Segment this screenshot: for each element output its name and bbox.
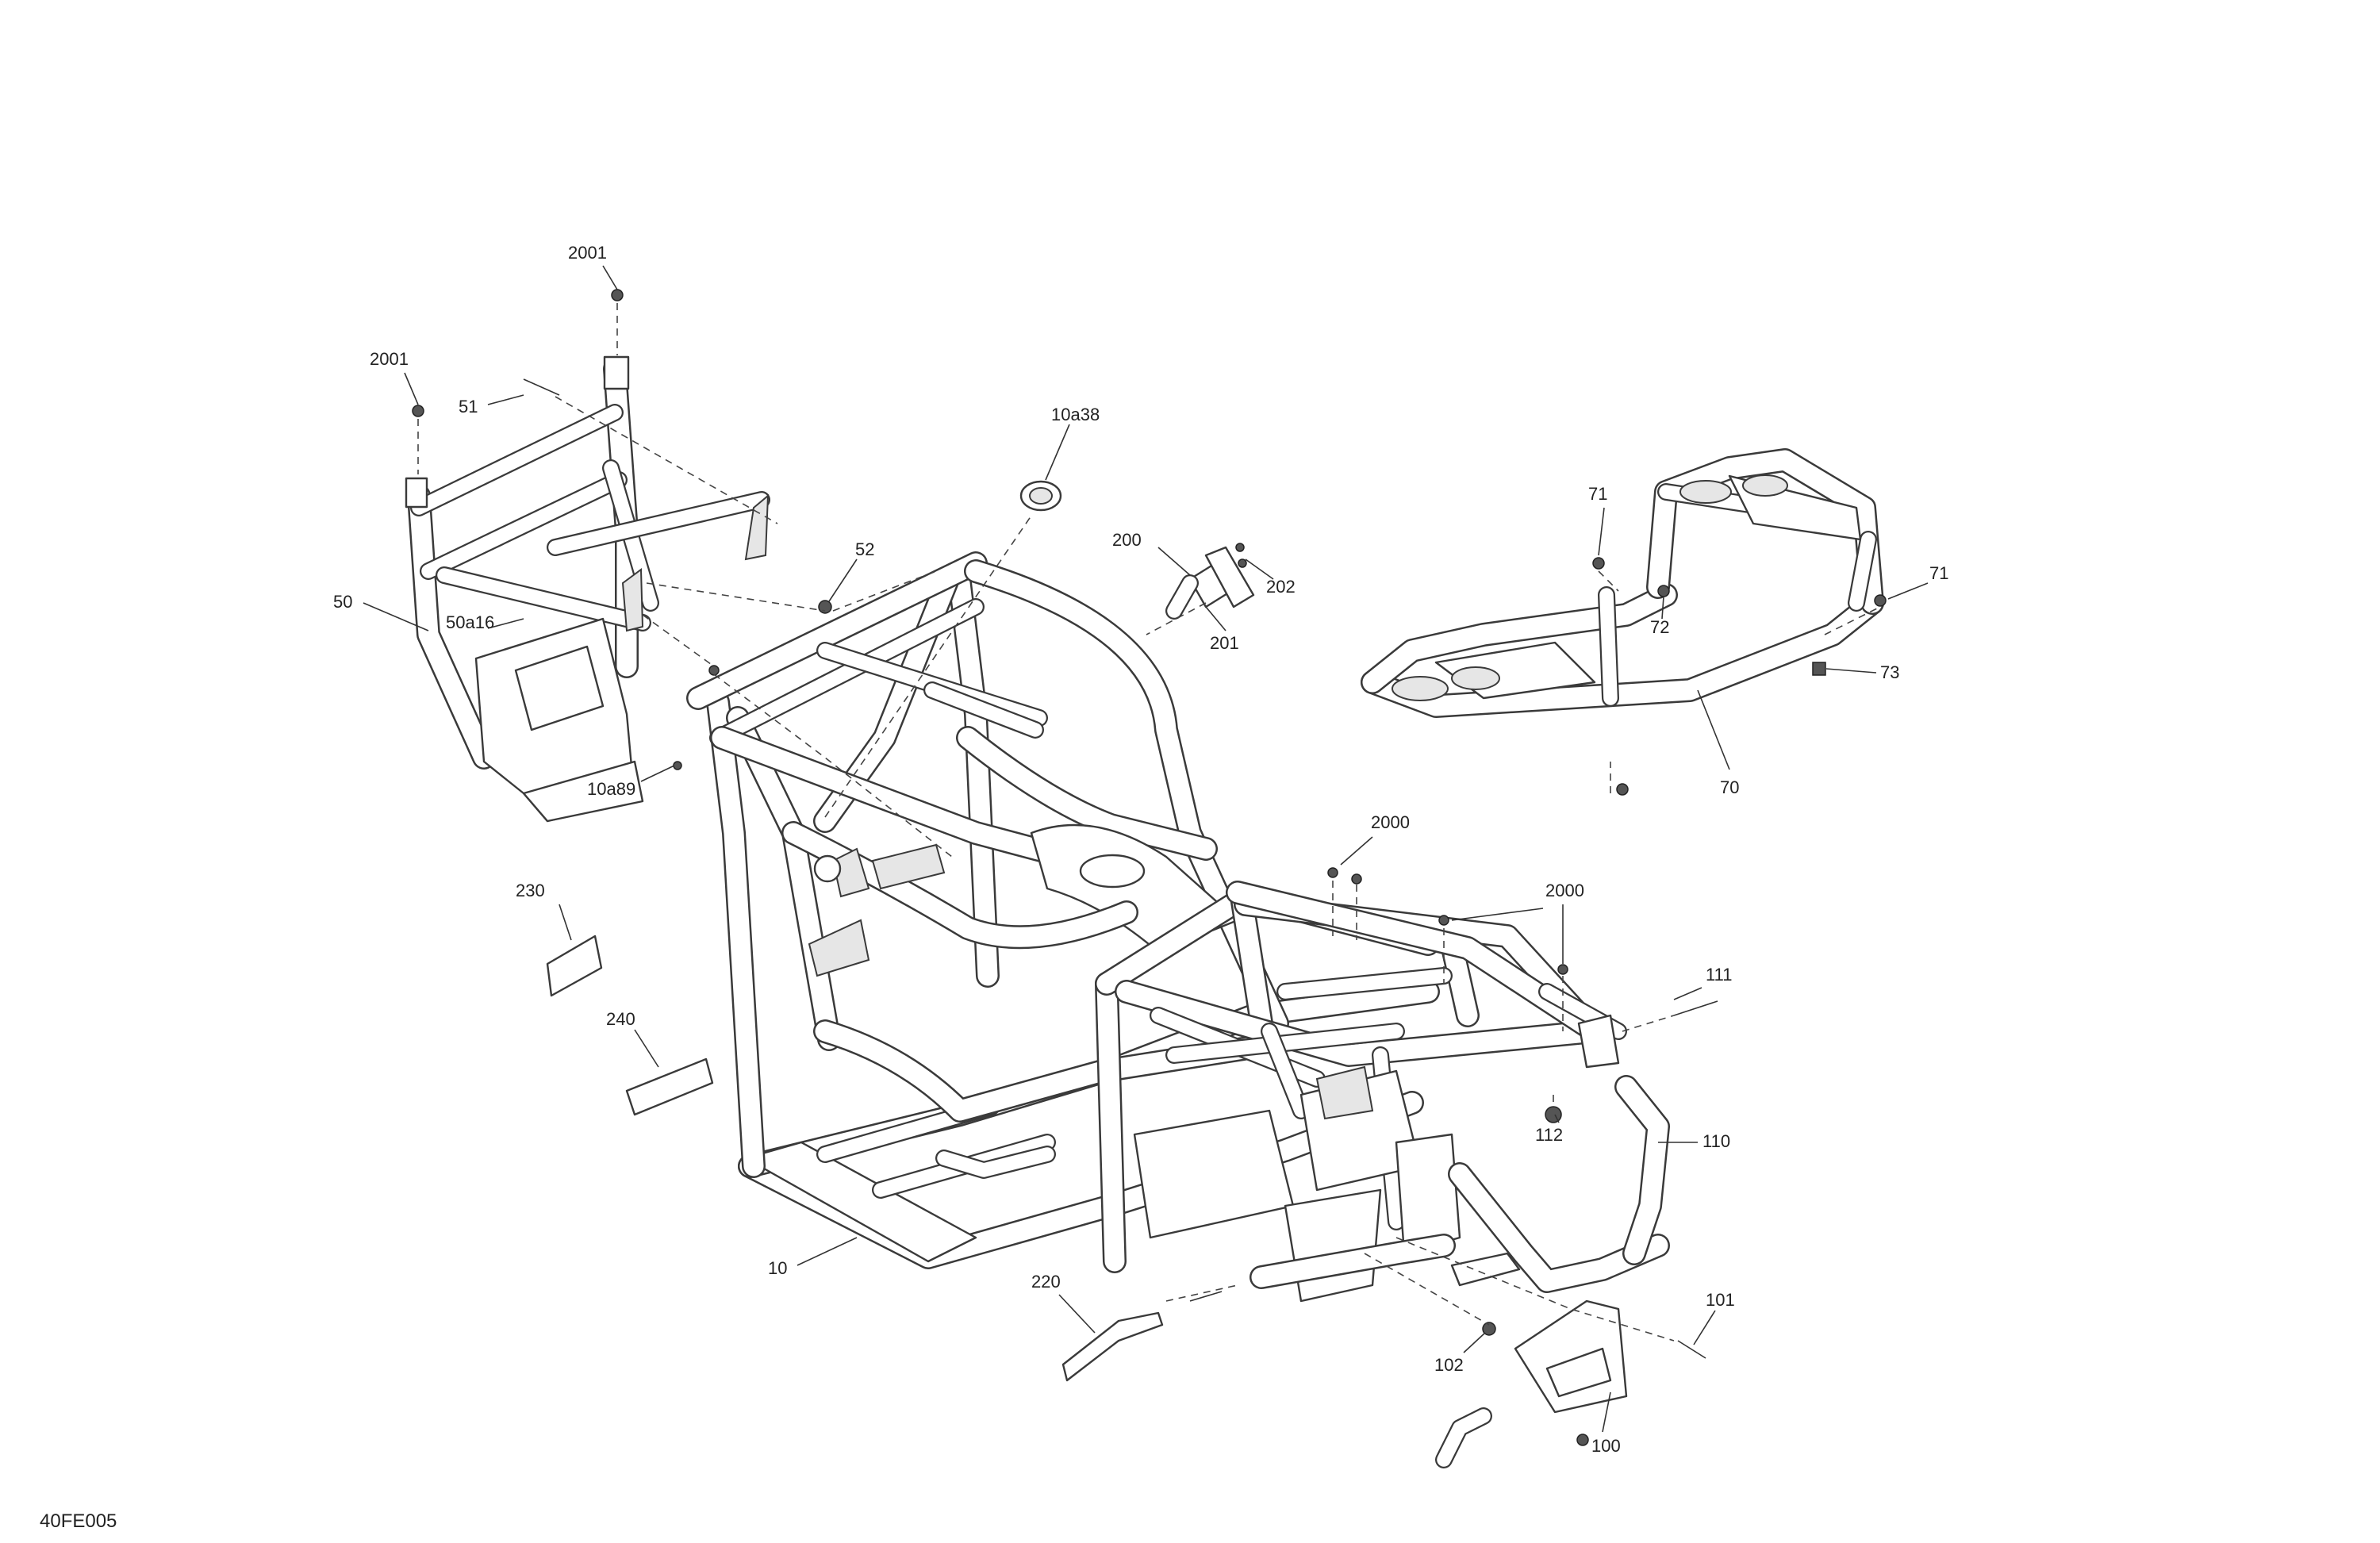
part-220-bracket — [1061, 1311, 1164, 1382]
callout-2000: 2000 — [1545, 881, 1584, 900]
part-230-plate — [546, 935, 603, 997]
callout-102: 102 — [1434, 1355, 1464, 1375]
callout-10: 10 — [768, 1258, 787, 1278]
leader-lines — [363, 265, 1929, 1433]
part-10a38-grommet — [1019, 480, 1062, 512]
callout-100: 100 — [1591, 1436, 1621, 1456]
callout-70: 70 — [1720, 777, 1739, 797]
callout-201: 201 — [1210, 633, 1239, 653]
callout-2001: 2001 — [370, 349, 409, 369]
assembly-lines — [417, 303, 1881, 1341]
callout-110: 110 — [1702, 1131, 1730, 1151]
callout-2001: 2001 — [568, 243, 607, 263]
callout-52: 52 — [855, 539, 874, 559]
part-110-step-bar — [1448, 1075, 1670, 1293]
callout-10a89: 10a89 — [587, 779, 635, 799]
callout-202: 202 — [1266, 577, 1296, 597]
callout-101: 101 — [1706, 1290, 1735, 1310]
callout-71: 71 — [1929, 563, 1948, 583]
callout-71: 71 — [1588, 484, 1607, 504]
callout-51: 51 — [459, 397, 478, 416]
fasteners — [412, 289, 1887, 1446]
figure-code: 40FE005 — [40, 1510, 117, 1532]
callout-10a38: 10a38 — [1051, 405, 1100, 424]
callout-labels: 2001 2001 51 50 50a16 10a89 52 10a38 200… — [333, 243, 1948, 1456]
callout-50: 50 — [333, 592, 352, 612]
part-200-bracket — [1165, 546, 1255, 620]
callout-73: 73 — [1880, 662, 1899, 682]
callout-72: 72 — [1650, 617, 1669, 637]
callout-112: 112 — [1535, 1125, 1563, 1145]
callout-50a16: 50a16 — [446, 612, 494, 632]
callout-200: 200 — [1112, 530, 1142, 550]
part-70-rear-rack — [1361, 448, 1884, 718]
callout-220: 220 — [1031, 1272, 1061, 1292]
callout-240: 240 — [606, 1009, 635, 1029]
callout-111: 111 — [1706, 965, 1732, 985]
part-100-hitch — [1435, 1299, 1628, 1468]
callout-230: 230 — [516, 881, 545, 900]
part-50-front-bumper — [405, 355, 770, 823]
part-10-main-frame — [686, 551, 1627, 1303]
part-240-plate — [625, 1057, 714, 1116]
callout-2000: 2000 — [1371, 812, 1410, 832]
